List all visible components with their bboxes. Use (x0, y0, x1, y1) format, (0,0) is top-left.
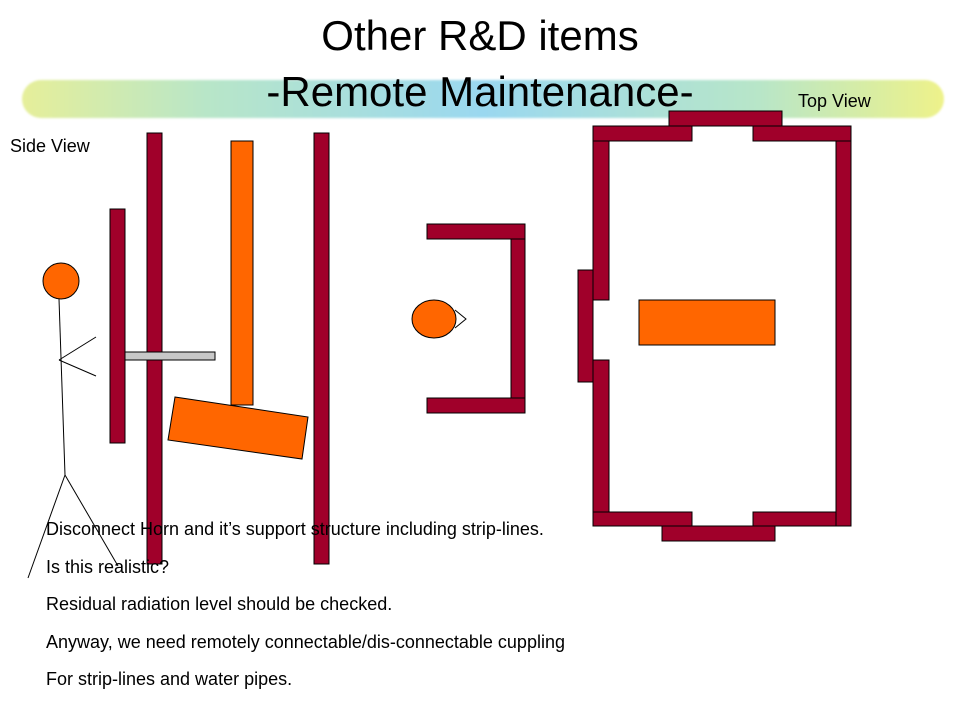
side-shield-wall-2 (146, 132, 163, 565)
worker-leg-right (64, 474, 119, 567)
side-shield-wall-1 (109, 208, 126, 444)
manipulator-rod (124, 351, 216, 361)
worker-figure (27, 262, 119, 579)
worker-leg-left (27, 474, 66, 579)
enclosure-top-left (592, 125, 693, 142)
enclosure-top-right (752, 125, 852, 142)
enclosure-top-cap (668, 110, 783, 127)
side-view-diagram (27, 132, 330, 579)
side-shield-wall-3 (313, 132, 330, 565)
worker-body (58, 298, 66, 476)
bullet-item: Is this realistic? (46, 556, 170, 577)
bullet-item: Disconnect Horn and it’s support structu… (46, 519, 544, 539)
top-view-worker (411, 223, 526, 414)
horn-top-view (638, 299, 776, 346)
enclosure-right (835, 140, 852, 527)
title-highlight-band (22, 80, 944, 118)
worker-head (42, 262, 80, 300)
enclosure-left-door (577, 269, 594, 383)
enclosure-left-lower (592, 359, 610, 513)
bullet-item: Residual radiation level should be check… (46, 594, 393, 614)
side-view-label: Side View (10, 136, 90, 156)
horn-block (167, 396, 309, 460)
worker-arm-lower (58, 359, 97, 377)
bracket-bottom (426, 397, 526, 414)
horn-support (230, 140, 254, 406)
bullet-item: For strip-lines and water pipes. (46, 669, 293, 689)
worker-nose-top (454, 309, 467, 329)
enclosure-bottom-cap (661, 525, 776, 542)
bullet-item: Anyway, we need remotely connectable/dis… (46, 631, 565, 652)
top-view-label: Top View (798, 91, 871, 111)
bracket-top (426, 223, 526, 240)
slide-title: Other R&D items (321, 12, 639, 59)
enclosure-bottom-right (752, 511, 837, 527)
enclosure-bottom-left (592, 511, 693, 527)
bracket-side (510, 238, 526, 399)
top-view-enclosure (577, 110, 852, 542)
worker-head-top (411, 299, 457, 339)
slide-subtitle: -Remote Maintenance- (266, 68, 694, 115)
enclosure-left-upper (592, 140, 610, 301)
worker-arm-upper (58, 336, 97, 361)
bullet-list: Disconnect Horn and it’s support structu… (46, 518, 565, 706)
